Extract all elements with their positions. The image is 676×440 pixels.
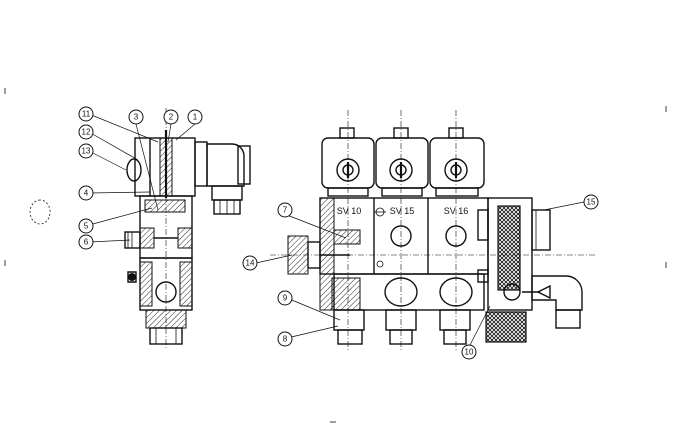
callout-5: 5: [78, 218, 94, 234]
manifold-front-view: [270, 110, 596, 352]
callout-9: 9: [277, 290, 293, 306]
svg-text:13: 13: [82, 147, 91, 156]
callout-1: 1: [187, 109, 203, 125]
svg-text:9: 9: [283, 294, 288, 303]
callout-6: 6: [78, 234, 94, 250]
svg-text:14: 14: [246, 259, 255, 268]
svg-text:15: 15: [587, 198, 596, 207]
callout-4: 4: [78, 185, 94, 201]
svg-text:8: 8: [283, 335, 288, 344]
callout-12: 12: [78, 124, 94, 140]
svg-text:1: 1: [193, 113, 198, 122]
svg-text:3: 3: [134, 113, 139, 122]
callout-3: 3: [128, 109, 144, 125]
label-sv16: SV 16: [444, 206, 469, 216]
svg-text:5: 5: [84, 222, 89, 231]
frame-marks: [4, 88, 667, 423]
solenoid-coil-sv16: [429, 127, 485, 197]
callout-13: 13: [78, 143, 94, 159]
callout-11: 11: [78, 106, 94, 122]
solenoid-coil-sv15: [375, 127, 429, 197]
callout-10: 10: [461, 344, 477, 360]
label-sv10: SV 10: [337, 206, 362, 216]
svg-text:6: 6: [84, 238, 89, 247]
svg-text:11: 11: [82, 110, 91, 119]
callout-8: 8: [277, 331, 293, 347]
svg-text:10: 10: [465, 348, 474, 357]
valve-labels: SV 10 SV 15 SV 16: [337, 206, 469, 216]
callouts: 1 2 3 11 12 13 4 5 6 7 14 9 8 10 15: [78, 106, 599, 360]
callout-14: 14: [242, 255, 258, 271]
label-sv15: SV 15: [390, 206, 415, 216]
side-section-view: [124, 108, 251, 350]
svg-text:2: 2: [169, 113, 174, 122]
svg-text:7: 7: [283, 206, 288, 215]
callout-7: 7: [277, 202, 293, 218]
svg-text:12: 12: [82, 128, 91, 137]
svg-text:4: 4: [84, 189, 89, 198]
leader-lines: [88, 113, 585, 348]
callout-15: 15: [583, 194, 599, 210]
callout-2: 2: [163, 109, 179, 125]
